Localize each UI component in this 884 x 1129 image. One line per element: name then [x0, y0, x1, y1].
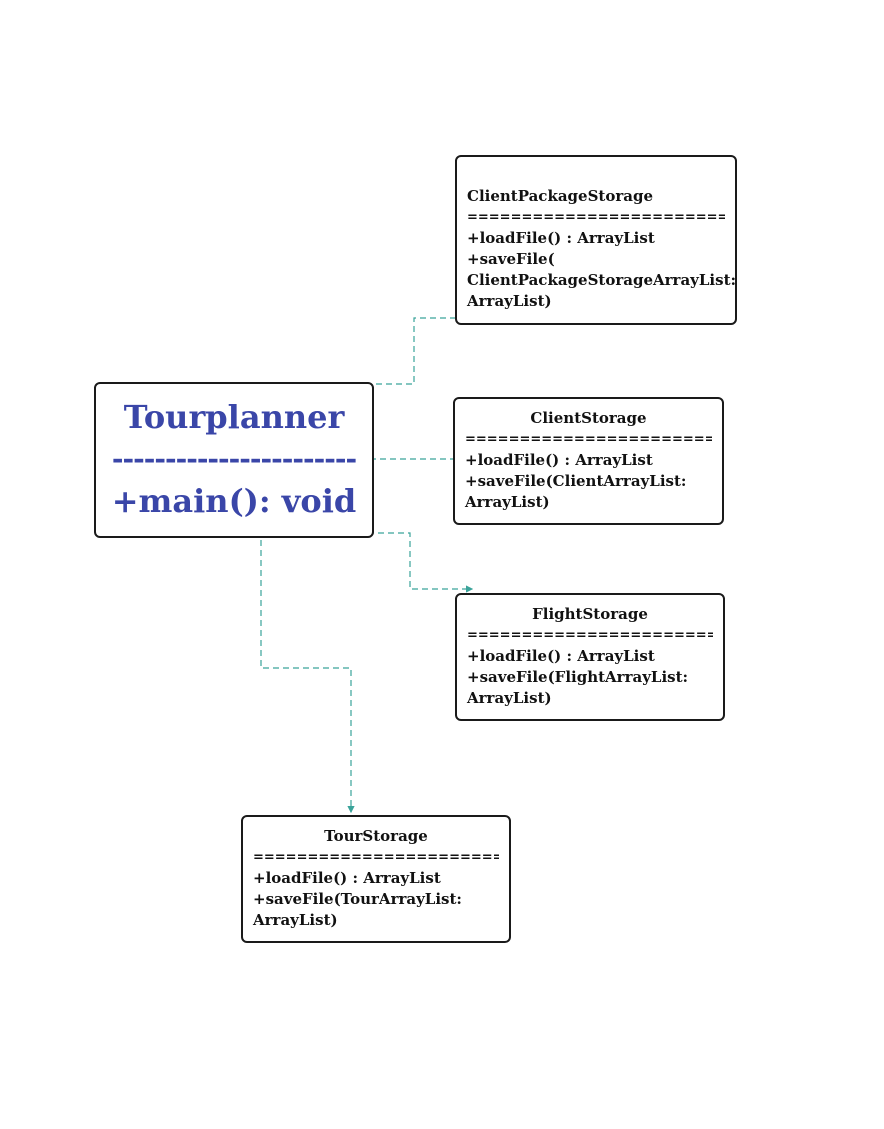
- tour-storage-class-box: TourStorage ============================…: [241, 815, 511, 943]
- client-package-storage-class-box: ClientPackageStorage ===================…: [455, 155, 737, 325]
- connector-to-tour-storage: [260, 540, 355, 814]
- client-storage-class-box: ClientStorage ==========================…: [453, 397, 724, 525]
- method-line: ArrayList): [465, 493, 550, 511]
- connector-to-client-package-storage: [356, 314, 470, 385]
- class-name: TourStorage: [324, 827, 428, 845]
- method-line: +saveFile(ClientArrayList:: [465, 472, 687, 490]
- class-name: ClientPackageStorage: [467, 187, 654, 205]
- tourplanner-class-box: Tourplanner ----------------------- +mai…: [94, 382, 374, 538]
- class-separator: ============================: [467, 210, 725, 225]
- method-line: +loadFile() : ArrayList: [253, 869, 441, 887]
- connector-to-flight-storage: [368, 532, 474, 593]
- tourplanner-class-name: Tourplanner: [123, 398, 345, 436]
- class-name: FlightStorage: [532, 605, 648, 623]
- method-line: +saveFile(: [467, 250, 555, 268]
- method-line: ClientPackageStorageArrayList:: [467, 271, 737, 289]
- method-line: ArrayList): [467, 292, 552, 310]
- method-line: ArrayList): [253, 911, 338, 929]
- method-line: +loadFile() : ArrayList: [467, 229, 655, 247]
- method-line: +saveFile(FlightArrayList:: [467, 668, 689, 686]
- class-separator: ============================: [467, 628, 713, 643]
- class-name: ClientStorage: [530, 409, 647, 427]
- flight-storage-class-box: FlightStorage ==========================…: [455, 593, 725, 721]
- method-line: ArrayList): [467, 689, 552, 707]
- method-line: +loadFile() : ArrayList: [467, 647, 655, 665]
- class-separator: ============================: [465, 432, 712, 447]
- method-line: +saveFile(TourArrayList:: [253, 890, 462, 908]
- class-separator: ============================: [253, 850, 499, 865]
- tourplanner-main-method: +main(): void: [111, 482, 357, 520]
- method-line: +loadFile() : ArrayList: [465, 451, 653, 469]
- tourplanner-class-separator: -----------------------: [111, 442, 357, 475]
